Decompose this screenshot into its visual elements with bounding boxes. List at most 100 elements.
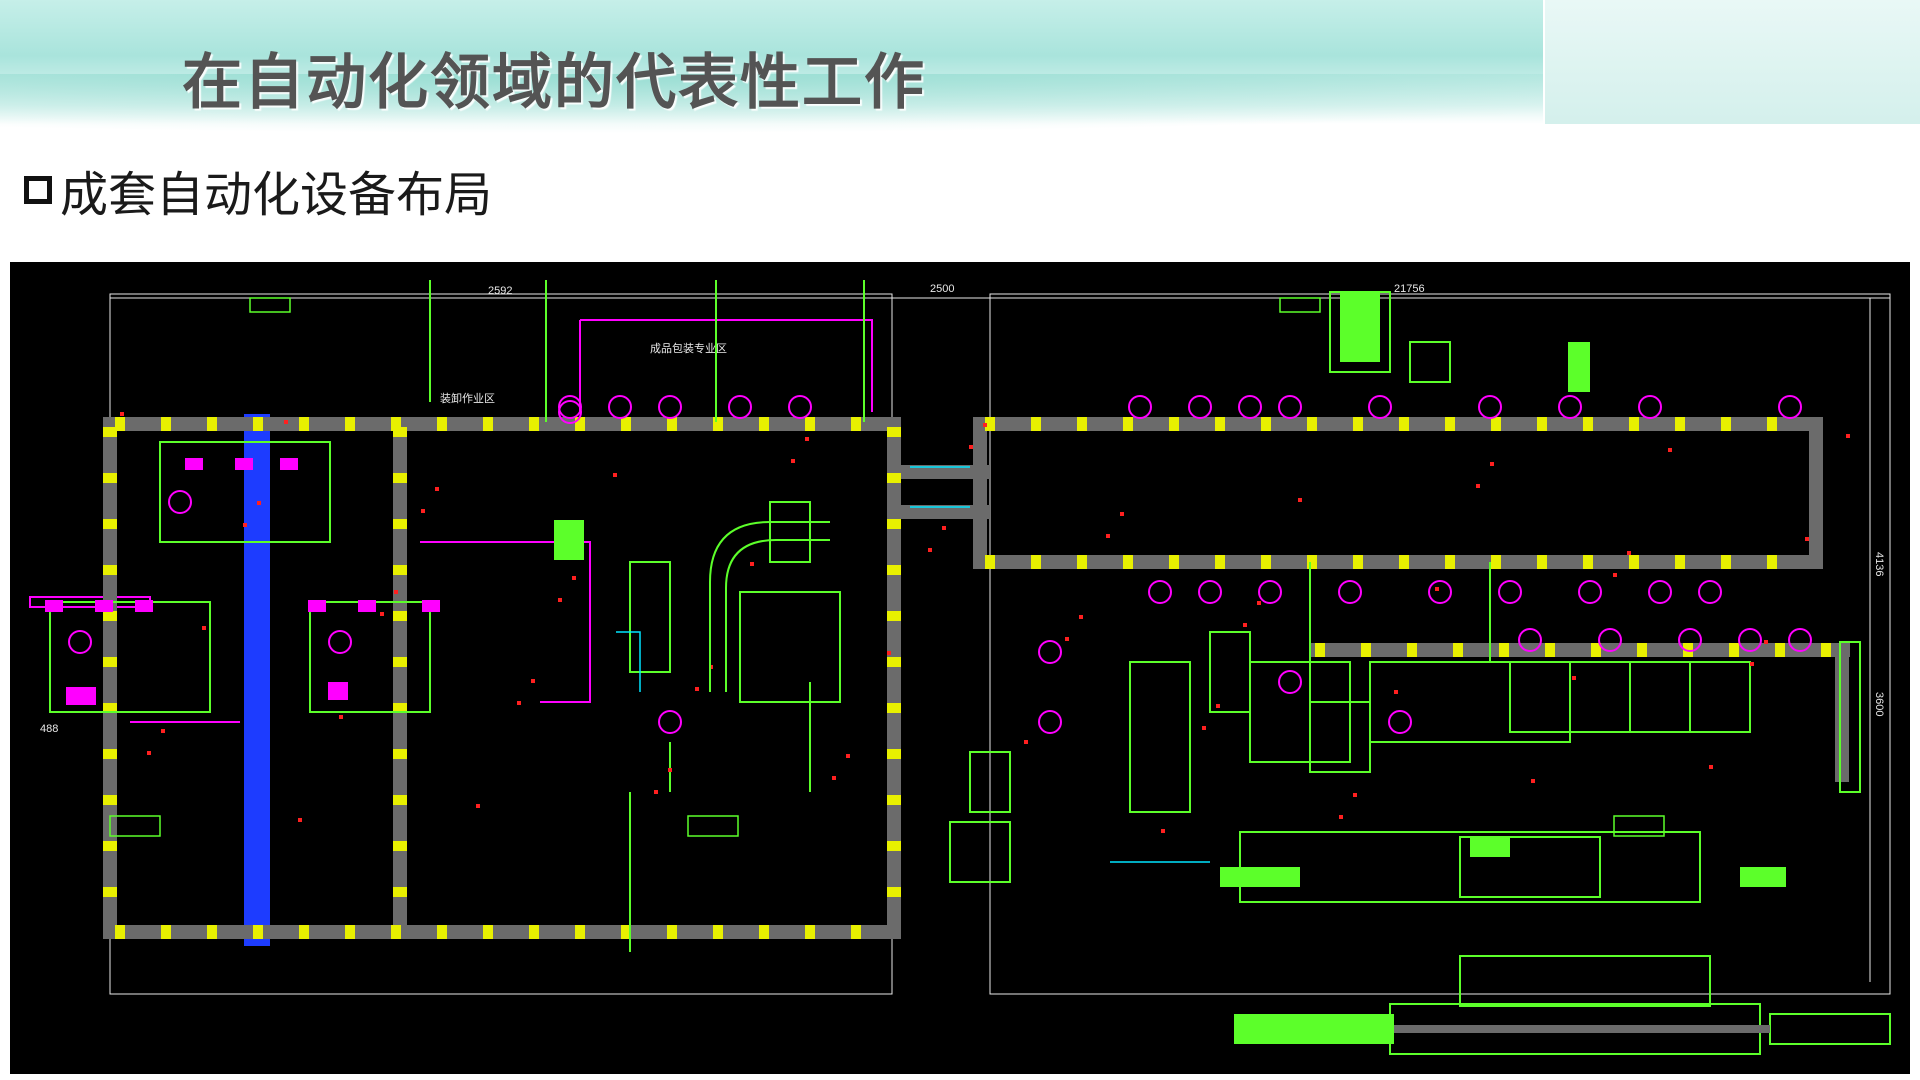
roller-marker <box>713 417 723 431</box>
red-marker <box>298 818 302 822</box>
robot-station <box>1428 580 1452 604</box>
red-marker <box>668 768 672 772</box>
red-marker <box>928 548 932 552</box>
robot-station <box>658 710 682 734</box>
dimension-label: 488 <box>40 723 58 735</box>
roller-marker <box>103 703 117 713</box>
robot-station <box>1678 628 1702 652</box>
roller-marker <box>103 427 117 437</box>
red-marker <box>1531 779 1535 783</box>
red-marker <box>1476 484 1480 488</box>
roller-marker <box>1169 417 1179 431</box>
roller-marker <box>1629 417 1639 431</box>
curved-track <box>709 521 830 692</box>
red-marker <box>1572 676 1576 680</box>
magenta-panels <box>45 458 440 705</box>
roller-marker <box>1445 417 1455 431</box>
robot-station <box>1038 710 1062 734</box>
roller-marker <box>393 795 407 805</box>
robot-stations <box>68 395 1812 734</box>
roller-marker <box>161 925 171 939</box>
roller-marker <box>115 417 125 431</box>
roller-marker <box>345 417 355 431</box>
robot-station <box>1368 395 1392 419</box>
roller-marker <box>1307 555 1317 569</box>
roller-marker <box>1123 417 1133 431</box>
red-marker <box>421 509 425 513</box>
roller-marker <box>1261 417 1271 431</box>
red-marker <box>1750 662 1754 666</box>
roller-marker <box>393 611 407 621</box>
red-marker <box>1079 615 1083 619</box>
red-marker <box>1613 573 1617 577</box>
dimension-label: 2500 <box>930 283 954 295</box>
robot-station <box>1738 628 1762 652</box>
roller-marker <box>1315 643 1325 657</box>
roller-marker <box>1767 555 1777 569</box>
red-marker <box>832 776 836 780</box>
roller-markers <box>103 417 1831 939</box>
guide-lines <box>429 280 1491 952</box>
robot-station <box>1238 395 1262 419</box>
roller-marker <box>1169 555 1179 569</box>
section-subtitle: 成套自动化设备布局 <box>60 167 493 223</box>
robot-station <box>558 395 582 419</box>
roller-marker <box>851 417 861 431</box>
roller-marker <box>1215 555 1225 569</box>
red-marker <box>1161 829 1165 833</box>
roller-marker <box>1353 417 1363 431</box>
roller-marker <box>1215 417 1225 431</box>
robot-station <box>1338 580 1362 604</box>
roller-marker <box>1591 643 1601 657</box>
robot-station <box>1278 670 1302 694</box>
roller-marker <box>253 925 263 939</box>
robot-station <box>1698 580 1722 604</box>
roller-marker <box>103 657 117 667</box>
roller-marker <box>1629 555 1639 569</box>
roller-marker <box>1675 417 1685 431</box>
red-marker <box>1216 704 1220 708</box>
red-marker <box>942 526 946 530</box>
blue-conveyor <box>244 414 270 946</box>
red-marker <box>161 729 165 733</box>
roller-marker <box>1767 417 1777 431</box>
roller-marker <box>1583 555 1593 569</box>
roller-marker <box>207 417 217 431</box>
robot-station <box>328 630 352 654</box>
roller-marker <box>103 611 117 621</box>
robot-station <box>1278 395 1302 419</box>
roller-marker <box>887 565 901 575</box>
robot-station <box>1578 580 1602 604</box>
roller-marker <box>103 473 117 483</box>
roller-marker <box>103 519 117 529</box>
roller-marker <box>667 417 677 431</box>
roller-marker <box>1077 417 1087 431</box>
red-marker <box>969 445 973 449</box>
roller-marker <box>985 555 995 569</box>
robot-station <box>558 400 582 424</box>
robot-station <box>1388 710 1412 734</box>
roller-marker <box>345 925 355 939</box>
roller-marker <box>299 417 309 431</box>
dimension-label: 4136 <box>1873 552 1885 576</box>
roller-marker <box>393 887 407 897</box>
red-marker <box>1024 740 1028 744</box>
hollow-square-bullet-icon <box>24 176 52 204</box>
roller-marker <box>103 795 117 805</box>
roller-marker <box>805 417 815 431</box>
roller-marker <box>1491 417 1501 431</box>
zone-label: 成品包装专业区 <box>650 341 727 355</box>
roller-marker <box>667 925 677 939</box>
red-marker <box>805 437 809 441</box>
roller-marker <box>575 417 585 431</box>
roller-marker <box>1537 555 1547 569</box>
roller-marker <box>1031 417 1041 431</box>
roller-marker <box>1583 417 1593 431</box>
label-boxes <box>109 297 1665 837</box>
roller-marker <box>103 565 117 575</box>
red-marker <box>695 687 699 691</box>
roller-marker <box>391 925 401 939</box>
red-marker <box>887 651 891 655</box>
red-marker <box>1394 690 1398 694</box>
roller-marker <box>253 417 263 431</box>
